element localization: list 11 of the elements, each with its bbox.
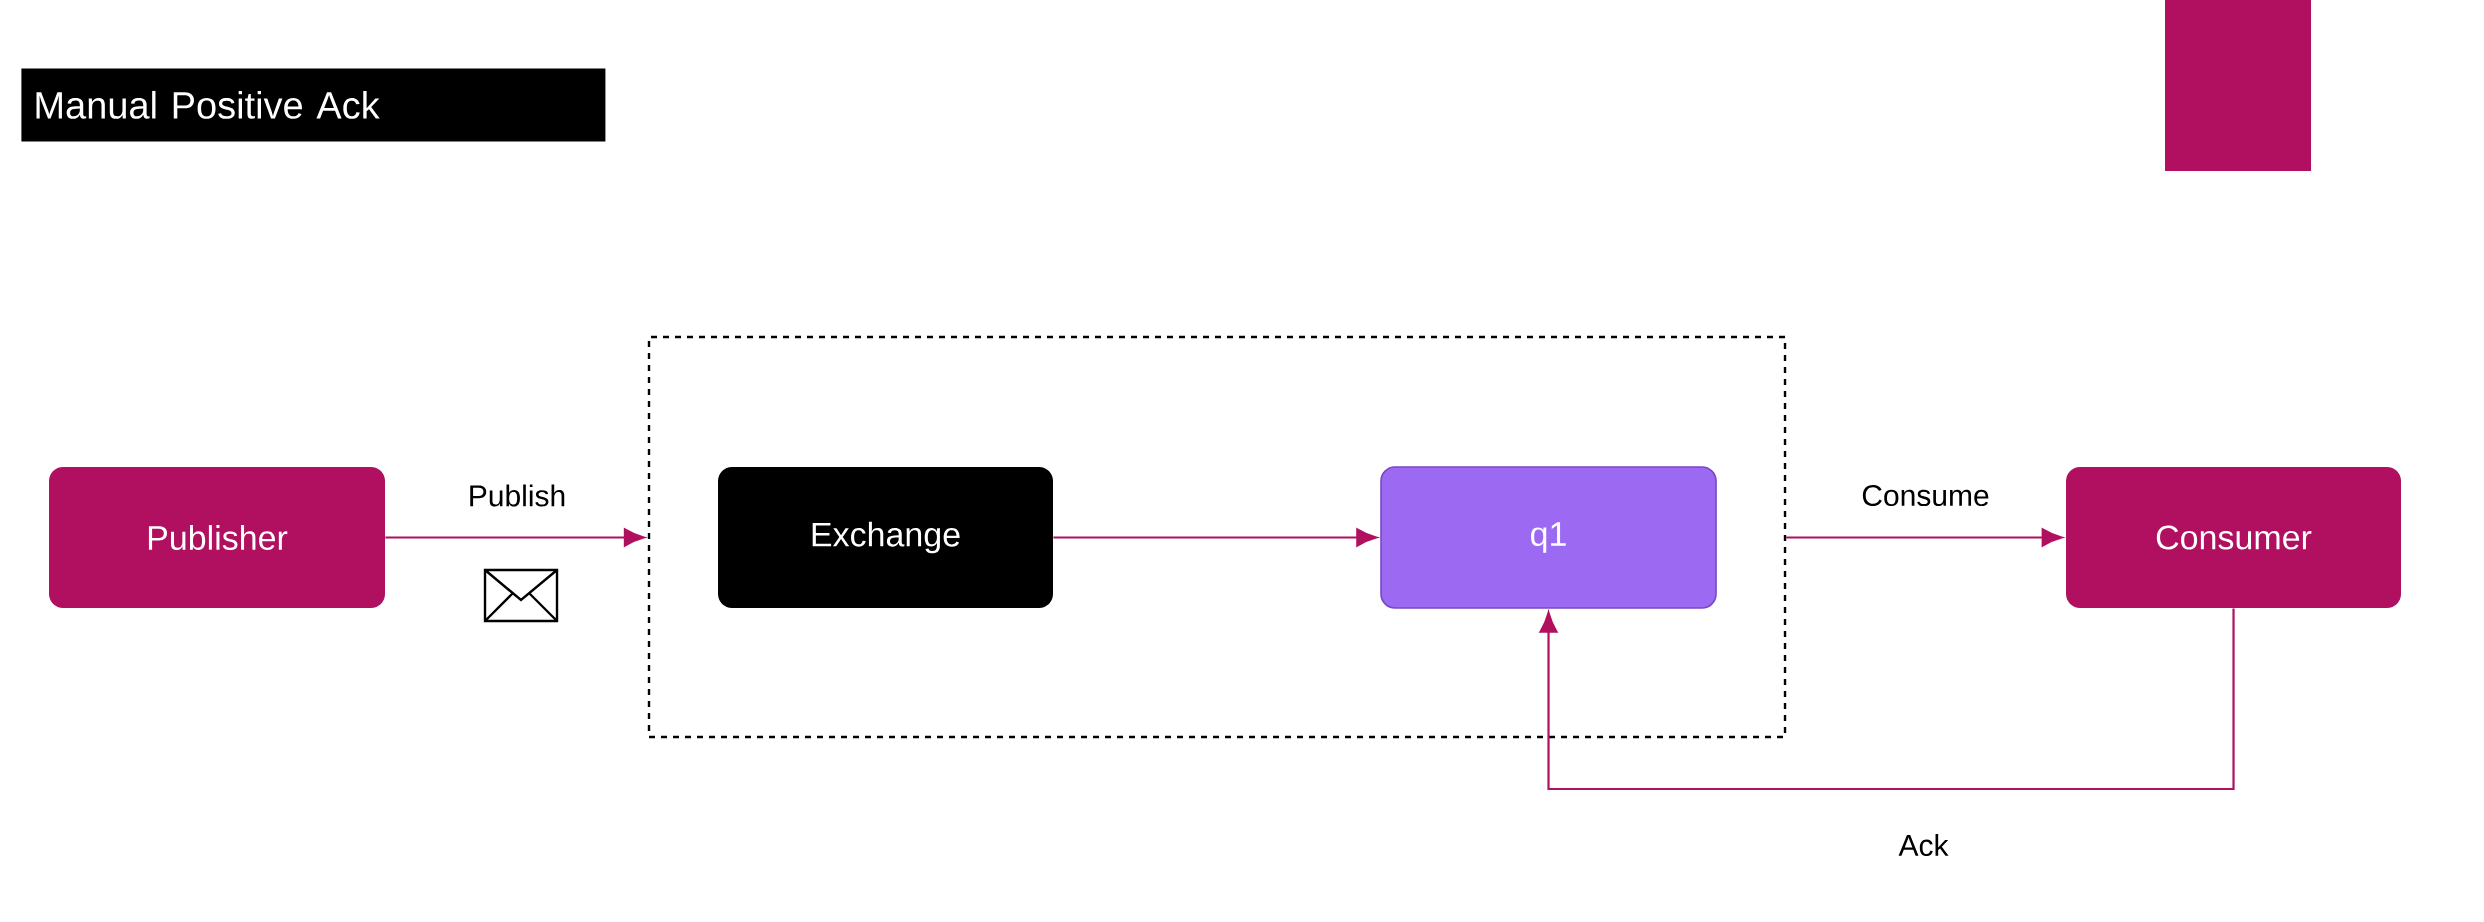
edge-label: Consume [1857,480,1994,511]
process-box: Consumer [2066,467,2402,608]
arrow [1053,528,1378,547]
process-box: Publisher [49,467,385,608]
arrow [1539,608,2235,791]
edge-label: Ack [1894,830,1953,861]
edge-label: Publish [463,480,571,511]
title-banner: Manual Positive Ack [21,68,606,142]
queue-box: q1 [1380,466,1717,609]
dashed-frame [647,335,1787,739]
process-box: Exchange [718,467,1053,608]
